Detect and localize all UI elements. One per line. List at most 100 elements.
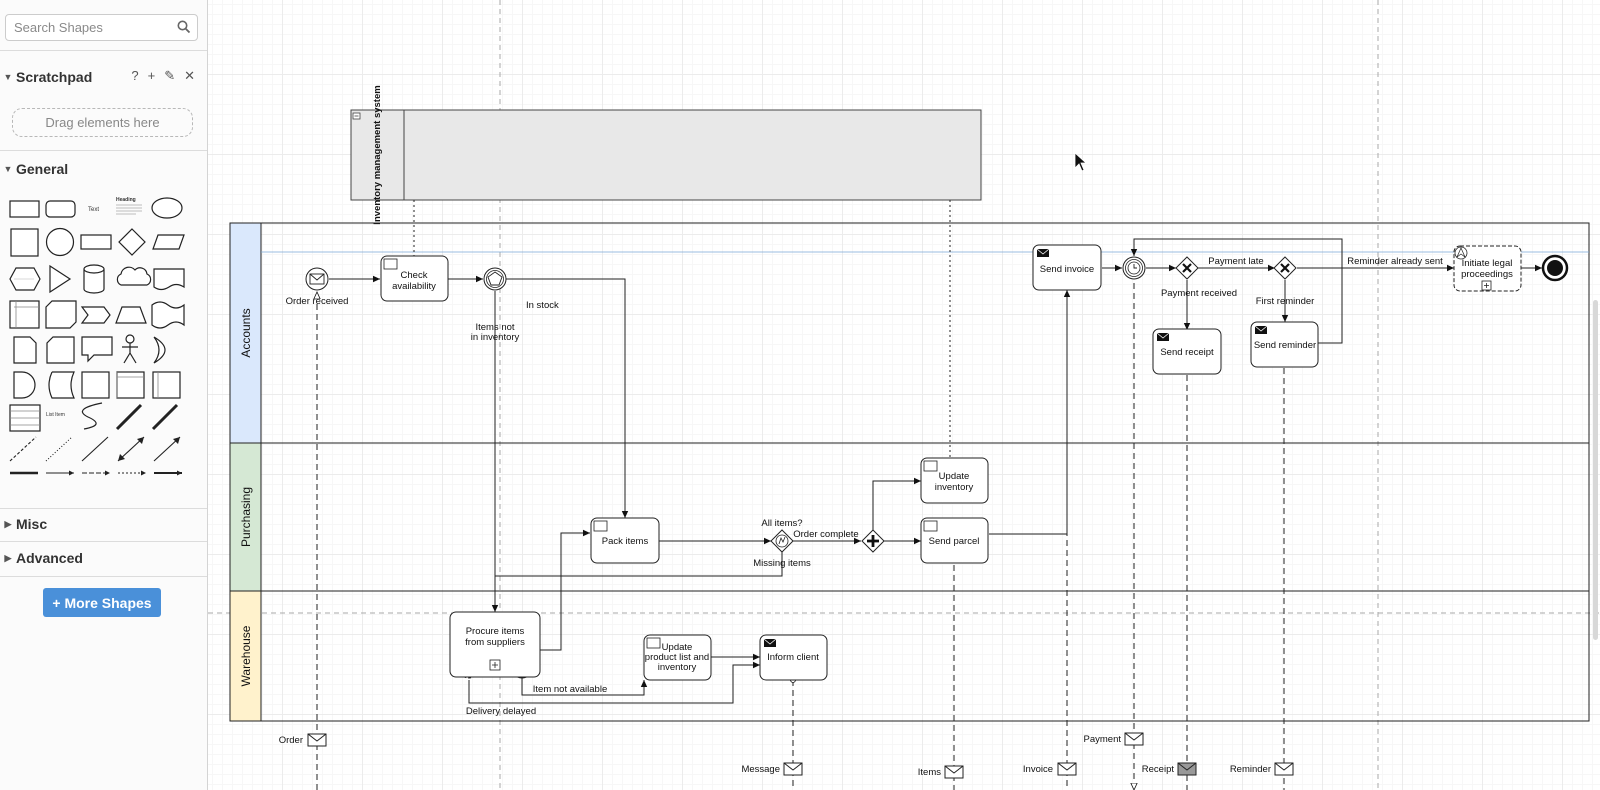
callout-shape[interactable] (81, 336, 113, 363)
message-reminder[interactable]: Reminder (1230, 762, 1294, 776)
message-receipt[interactable]: Receipt (1142, 762, 1197, 776)
task-send-parcel[interactable]: Send parcel (920, 517, 989, 564)
heading-shape[interactable]: Heading (116, 197, 136, 203)
and-shape[interactable] (13, 371, 36, 399)
svg-text:Send invoice: Send invoice (1040, 264, 1094, 275)
divider (0, 541, 207, 542)
edit-icon[interactable]: ✎ (164, 68, 176, 83)
arrow-shape[interactable] (151, 403, 179, 431)
exclusive-gateway-reminder[interactable] (1273, 256, 1297, 280)
message-items[interactable]: Items (918, 765, 964, 779)
inventory-pool[interactable]: Inventory management system (350, 85, 982, 225)
dotted-line-shape[interactable] (45, 436, 73, 462)
circle-shape[interactable] (45, 227, 75, 257)
search-input[interactable] (6, 15, 174, 39)
svg-text:Order: Order (279, 735, 303, 746)
task-send-reminder[interactable]: Send reminder (1250, 321, 1319, 368)
line-shape[interactable] (81, 436, 109, 462)
actor-shape[interactable] (122, 334, 138, 364)
intermediate-event-multiple[interactable] (483, 267, 507, 291)
list-item-shape[interactable]: List Item (46, 412, 65, 418)
advanced-header[interactable]: ▶ Advanced (0, 543, 207, 573)
task-pack-items[interactable]: Pack items (590, 517, 660, 564)
task-send-invoice[interactable]: Send invoice (1032, 244, 1102, 291)
gateway-all-items[interactable] (770, 529, 794, 553)
exclusive-gateway-payment[interactable] (1175, 256, 1199, 280)
lane-accounts-header[interactable] (229, 222, 262, 444)
scratchpad-dropzone[interactable]: Drag elements here (12, 108, 193, 137)
ellipse-shape[interactable] (151, 197, 183, 219)
rectangle-shape[interactable] (9, 200, 40, 218)
timer-event[interactable] (1122, 256, 1146, 280)
data-storage-shape[interactable] (48, 371, 75, 399)
advanced-title: Advanced (16, 550, 83, 566)
collapse-arrow-icon[interactable]: ▼ (3, 72, 13, 82)
dashed-line-shape[interactable] (9, 436, 37, 462)
close-icon[interactable]: ✕ (184, 68, 195, 83)
help-icon[interactable]: ? (131, 68, 139, 83)
square-shape[interactable] (10, 228, 39, 257)
add-icon[interactable]: + (147, 68, 156, 83)
parallelogram-shape[interactable] (152, 234, 185, 250)
process-shape[interactable] (80, 234, 112, 250)
scratchpad-header[interactable]: ▼ Scratchpad (0, 62, 207, 92)
send-task-icon (1037, 249, 1049, 257)
general-header[interactable]: ▼ General (0, 154, 207, 184)
swimlane-shape[interactable] (116, 371, 145, 399)
container-shape[interactable] (81, 371, 110, 399)
cylinder-shape[interactable] (83, 264, 105, 294)
label-first-reminder: First reminder (1256, 296, 1315, 307)
search-icon[interactable] (177, 20, 191, 34)
label-order-received: Order received (286, 296, 349, 307)
rounded-rectangle-shape[interactable] (45, 200, 76, 218)
step-shape[interactable] (80, 306, 111, 324)
curve-shape[interactable] (81, 402, 103, 430)
text-shape[interactable]: Text (88, 207, 99, 213)
message-invoice[interactable]: Invoice (1023, 762, 1077, 776)
label-payment-received: Payment received (1161, 288, 1237, 299)
diamond-shape[interactable] (118, 228, 146, 256)
vertical-container-shape[interactable] (152, 371, 181, 399)
expand-arrow-icon[interactable]: ▶ (4, 552, 12, 563)
cube-shape[interactable] (45, 300, 77, 329)
lane-warehouse-header[interactable] (229, 590, 262, 722)
parallel-gateway[interactable] (861, 529, 885, 553)
vertical-scrollbar[interactable] (1593, 300, 1598, 640)
document-shape[interactable] (153, 268, 185, 291)
collapse-arrow-icon[interactable]: ▼ (3, 164, 13, 174)
lane-purchasing-header[interactable] (229, 442, 262, 592)
send-task-icon (764, 639, 776, 647)
triangle-shape[interactable] (49, 264, 72, 294)
expand-arrow-icon[interactable]: ▶ (4, 518, 12, 529)
divider (0, 576, 207, 577)
cloud-shape[interactable] (116, 266, 152, 286)
message-payment[interactable]: Payment (1084, 732, 1144, 746)
message-message[interactable]: Message (741, 762, 803, 776)
or-shape[interactable] (153, 336, 166, 364)
main-pool[interactable]: Accounts Purchasing Warehouse (229, 222, 1590, 722)
card-shape[interactable] (46, 336, 75, 364)
trapezoid-shape[interactable] (115, 306, 147, 324)
internal-storage-shape[interactable] (9, 300, 40, 329)
divider (0, 508, 207, 509)
note-shape[interactable] (13, 336, 37, 364)
message-order[interactable]: Order (279, 733, 327, 747)
search-box[interactable] (5, 14, 198, 41)
end-event[interactable] (1541, 254, 1569, 282)
task-inform-client[interactable]: Inform client (759, 634, 828, 681)
svg-text:Invoice: Invoice (1023, 764, 1053, 775)
diagram-canvas[interactable]: Inventory management system Accounts Pur… (208, 0, 1600, 790)
label-order-complete: Order complete (793, 529, 858, 540)
start-event-order-received[interactable] (305, 267, 329, 291)
task-send-receipt[interactable]: Send receipt (1152, 328, 1222, 375)
tape-shape[interactable] (151, 301, 185, 329)
more-shapes-button[interactable]: + More Shapes (43, 588, 161, 617)
misc-header[interactable]: ▶ Misc (0, 509, 207, 539)
bidirectional-arrow-shape[interactable] (115, 403, 143, 431)
